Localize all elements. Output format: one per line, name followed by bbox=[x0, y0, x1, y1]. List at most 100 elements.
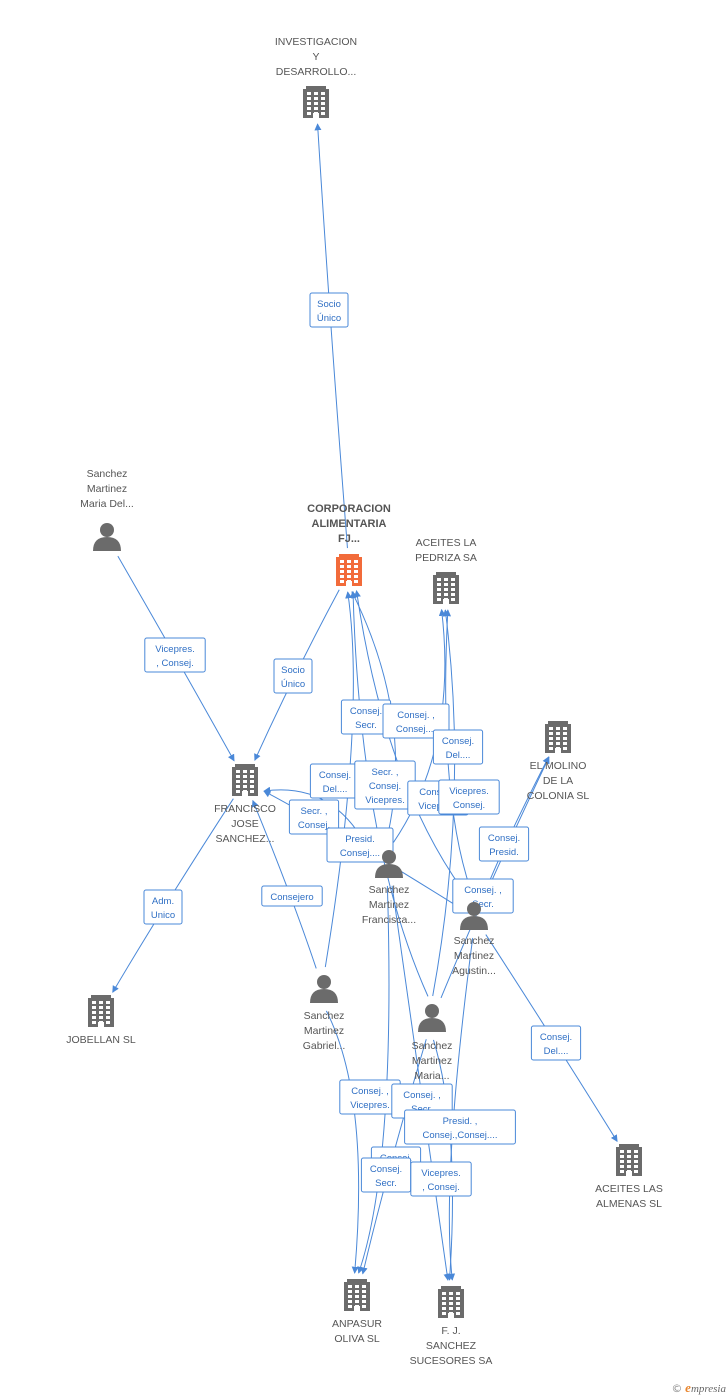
relation-label[interactable]: Presid. , Consej.,Consej.... bbox=[404, 1109, 516, 1145]
relation-label-text: Secr. bbox=[472, 899, 494, 910]
relation-label-text: Secr. , bbox=[372, 767, 399, 778]
node-inv[interactable]: INVESTIGACIONYDESARROLLO... bbox=[275, 36, 357, 118]
relation-label[interactable]: Consej.Secr. bbox=[360, 1157, 412, 1193]
node-label: ACEITES LA bbox=[416, 537, 477, 549]
relation-label-text: Vicepres. bbox=[449, 786, 488, 797]
edge-sgab-anpasur bbox=[325, 1010, 360, 1274]
node-label: DE LA bbox=[543, 775, 573, 787]
relation-label-text: Vicepres. bbox=[365, 795, 404, 806]
relation-label-text: Consej.... bbox=[396, 724, 436, 735]
relation-label-box bbox=[432, 729, 484, 765]
relation-label[interactable]: Vicepres., Consej. bbox=[410, 1161, 472, 1197]
node-label: Maria Del... bbox=[80, 498, 134, 510]
node-label: Sanchez bbox=[412, 1040, 453, 1052]
relation-label[interactable]: Consejero bbox=[261, 885, 323, 907]
relation-label-text: Del.... bbox=[323, 784, 348, 795]
node-sfran[interactable]: SanchezMartinezFrancisca... bbox=[362, 850, 416, 926]
node-label: PEDRIZA SA bbox=[415, 552, 477, 564]
relation-label-text: Consej. , bbox=[351, 1086, 389, 1097]
building-icon bbox=[545, 721, 571, 753]
relation-label[interactable]: Vicepres. Consej. bbox=[438, 779, 500, 815]
copyright-symbol: © bbox=[671, 1382, 683, 1395]
edge-corp-inv bbox=[314, 123, 348, 549]
relation-label-text: Vicepres. bbox=[155, 644, 194, 655]
relation-label[interactable]: Consej. Del.... bbox=[309, 763, 361, 799]
node-label: Martinez bbox=[304, 1025, 344, 1037]
relation-label[interactable]: Consej.Presid. bbox=[478, 826, 530, 862]
node-label: FRANCISCO bbox=[214, 803, 276, 815]
relation-label[interactable]: Consej. ,Vicepres. bbox=[339, 1079, 401, 1115]
node-sgab[interactable]: SanchezMartinezGabriel... bbox=[303, 975, 346, 1052]
relation-label[interactable]: Consej. ,Consej.... bbox=[382, 703, 450, 739]
building-icon bbox=[232, 764, 258, 796]
relation-label-box bbox=[360, 1157, 412, 1193]
relation-label-box bbox=[326, 827, 394, 863]
node-pedriza[interactable]: ACEITES LA PEDRIZA SA bbox=[415, 537, 477, 604]
relation-label-text: Unico bbox=[151, 910, 175, 921]
node-label: SANCHEZ... bbox=[216, 833, 275, 845]
relation-label-text: Consej. , bbox=[419, 787, 457, 798]
node-label: ACEITES LAS bbox=[595, 1183, 663, 1195]
relation-label-box bbox=[309, 292, 349, 328]
relation-label-text: Consej. bbox=[319, 770, 351, 781]
node-label: ANPASUR bbox=[332, 1318, 382, 1330]
node-label: Maria... bbox=[414, 1070, 449, 1082]
relation-label[interactable]: Consej.Del.... bbox=[530, 1025, 582, 1061]
relation-label-text: Consej. bbox=[453, 800, 485, 811]
relation-label-text: Del.... bbox=[446, 750, 471, 761]
node-label: Sanchez bbox=[304, 1010, 345, 1022]
relation-label-text: Presid. , bbox=[443, 1116, 478, 1127]
relation-label[interactable]: Consej. Del.... bbox=[432, 729, 484, 765]
relation-label-text: Socio bbox=[281, 665, 305, 676]
node-label: CORPORACION bbox=[307, 503, 391, 515]
relation-label-box bbox=[530, 1025, 582, 1061]
node-jobellan[interactable]: JOBELLAN SL bbox=[66, 995, 136, 1046]
relation-label-text: Socio bbox=[317, 299, 341, 310]
brand-name: mpresia bbox=[690, 1383, 726, 1395]
relation-label-text: Consej. bbox=[350, 706, 382, 717]
node-label: ALMENAS SL bbox=[596, 1198, 662, 1210]
footer-brand: © empresia bbox=[671, 1380, 726, 1396]
node-label: Agustin... bbox=[452, 965, 496, 977]
person-icon bbox=[418, 1004, 446, 1032]
relation-label-box bbox=[478, 826, 530, 862]
relation-label[interactable]: Consej. ,Secr. bbox=[452, 878, 514, 914]
building-icon bbox=[616, 1144, 642, 1176]
edge-sgab-corp bbox=[324, 591, 354, 968]
node-label: Martinez bbox=[369, 899, 409, 911]
relation-label-text: Consej. bbox=[369, 781, 401, 792]
relation-label-box bbox=[382, 703, 450, 739]
node-almenas[interactable]: ACEITES LAS ALMENAS SL bbox=[595, 1144, 663, 1210]
relation-label-text: Consej. bbox=[540, 1032, 572, 1043]
relation-label-text: Consej.,Consej.... bbox=[423, 1130, 498, 1141]
relation-label-text: Consej. bbox=[298, 820, 330, 831]
node-label: Y bbox=[312, 51, 319, 63]
edge-smaria2-corp bbox=[349, 590, 429, 997]
edge-sfran-anpasur bbox=[357, 885, 390, 1274]
relation-label[interactable]: Secr. ,Consej. bbox=[288, 799, 340, 835]
node-label: Sanchez bbox=[454, 935, 495, 947]
building-icon bbox=[88, 995, 114, 1027]
relation-label[interactable]: Secr. , Consej. Vicepres. bbox=[354, 760, 416, 810]
relation-label[interactable]: Adm.Unico bbox=[143, 889, 183, 925]
relation-label-box bbox=[261, 885, 323, 907]
node-fjose[interactable]: FRANCISCOJOSESANCHEZ... bbox=[214, 764, 276, 845]
node-label: Martinez bbox=[454, 950, 494, 962]
relation-label-text: Consej. bbox=[442, 736, 474, 747]
node-corp[interactable]: CORPORACIONALIMENTARIAFJ... bbox=[307, 503, 391, 586]
person-icon bbox=[460, 902, 488, 930]
relation-label[interactable]: Presid.Consej.... bbox=[326, 827, 394, 863]
node-sagus[interactable]: SanchezMartinezAgustin... bbox=[452, 902, 496, 977]
relation-label[interactable]: Vicepres., Consej. bbox=[144, 637, 206, 673]
node-smaria2[interactable]: SanchezMartinezMaria... bbox=[412, 1004, 453, 1082]
relation-label-text: , Consej. bbox=[422, 1182, 460, 1193]
relation-label-text: Presid. bbox=[345, 834, 375, 845]
relation-label-box bbox=[452, 878, 514, 914]
